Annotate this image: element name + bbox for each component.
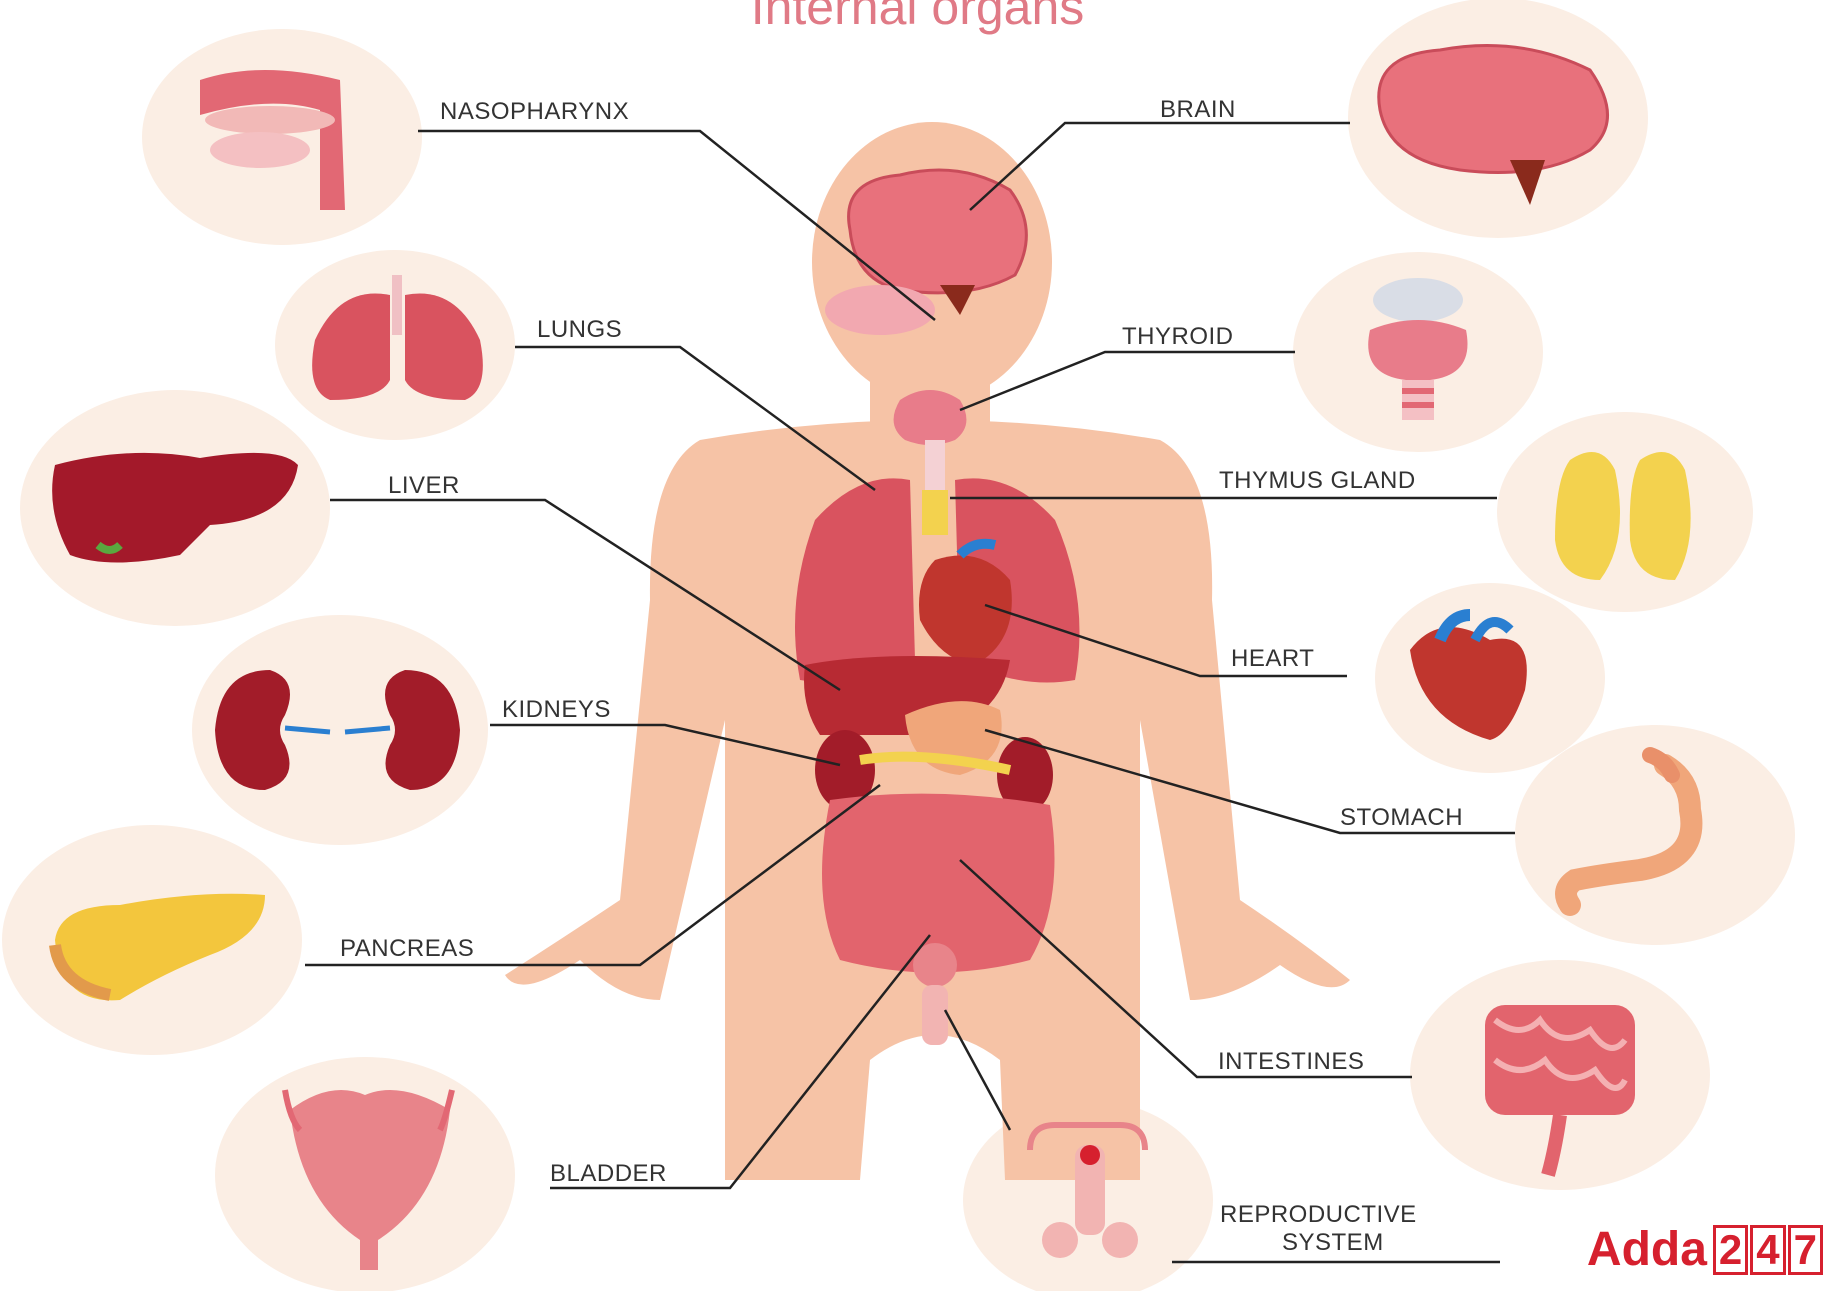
diagram-title: Internal organs	[0, 0, 1835, 36]
label-pancreas: PANCREAS	[340, 935, 474, 963]
brand-logo-digit: 2	[1713, 1225, 1748, 1275]
label-reproductive-line2: SYSTEM	[1282, 1229, 1384, 1257]
label-kidneys: KIDNEYS	[502, 696, 611, 724]
label-lungs: LUNGS	[537, 316, 622, 344]
label-stomach: STOMACH	[1340, 804, 1463, 832]
body-brain	[849, 170, 1027, 293]
body-thymus	[922, 490, 948, 535]
label-thymus: THYMUS GLAND	[1219, 467, 1416, 495]
label-brain: BRAIN	[1160, 96, 1236, 124]
label-nasopharynx: NASOPHARYNX	[440, 98, 629, 126]
body-reproductive	[922, 985, 948, 1045]
brand-logo: Adda 2 4 7	[1587, 1222, 1823, 1277]
label-bladder: BLADDER	[550, 1160, 667, 1188]
body-nasopharynx	[825, 285, 935, 335]
brand-logo-digit: 4	[1750, 1225, 1785, 1275]
brand-logo-text: Adda	[1587, 1222, 1707, 1277]
label-intestines: INTESTINES	[1218, 1048, 1364, 1076]
label-liver: LIVER	[388, 472, 460, 500]
label-heart: HEART	[1231, 645, 1314, 673]
body-thyroid	[894, 390, 967, 445]
brand-logo-digit: 7	[1788, 1225, 1823, 1275]
label-thyroid: THYROID	[1122, 323, 1234, 351]
thymus-circle	[1497, 412, 1753, 612]
label-reproductive-line1: REPRODUCTIVE	[1220, 1201, 1417, 1229]
brand-logo-digits: 2 4 7	[1711, 1225, 1823, 1275]
